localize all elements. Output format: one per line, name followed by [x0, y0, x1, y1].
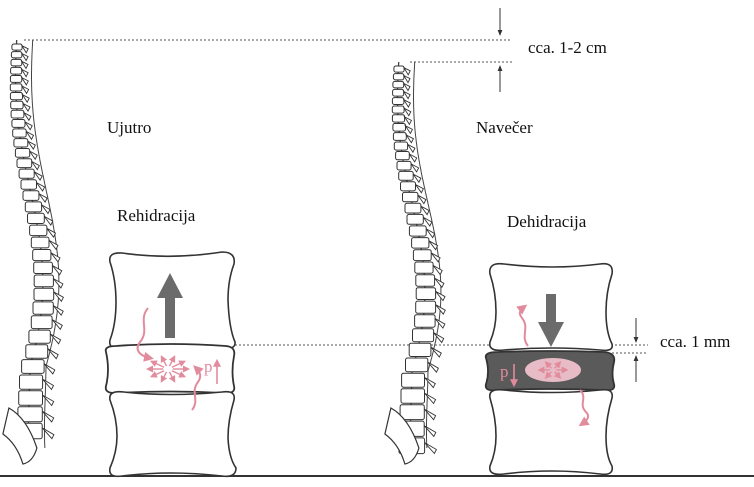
pressure-label-morning: p: [204, 357, 213, 377]
morning-label: Ujutro: [107, 118, 151, 138]
spine-morning: [3, 40, 64, 464]
lower-vertebra-morning: [110, 392, 236, 477]
vertebral-segment-morning: [106, 252, 236, 476]
disc-hydrated: [106, 344, 235, 393]
rehydration-label: Rehidracija: [117, 206, 195, 226]
height-difference-label: cca. 1-2 cm: [528, 38, 607, 58]
disc-difference-label: cca. 1 mm: [660, 332, 730, 352]
dehydration-label: Dehidracija: [507, 212, 586, 232]
nucleus-dehydrated: [525, 358, 581, 382]
spine-evening: [385, 62, 445, 464]
evening-label: Navečer: [476, 118, 533, 138]
pressure-label-evening: p: [500, 362, 509, 382]
lower-vertebra-evening: [490, 390, 612, 475]
